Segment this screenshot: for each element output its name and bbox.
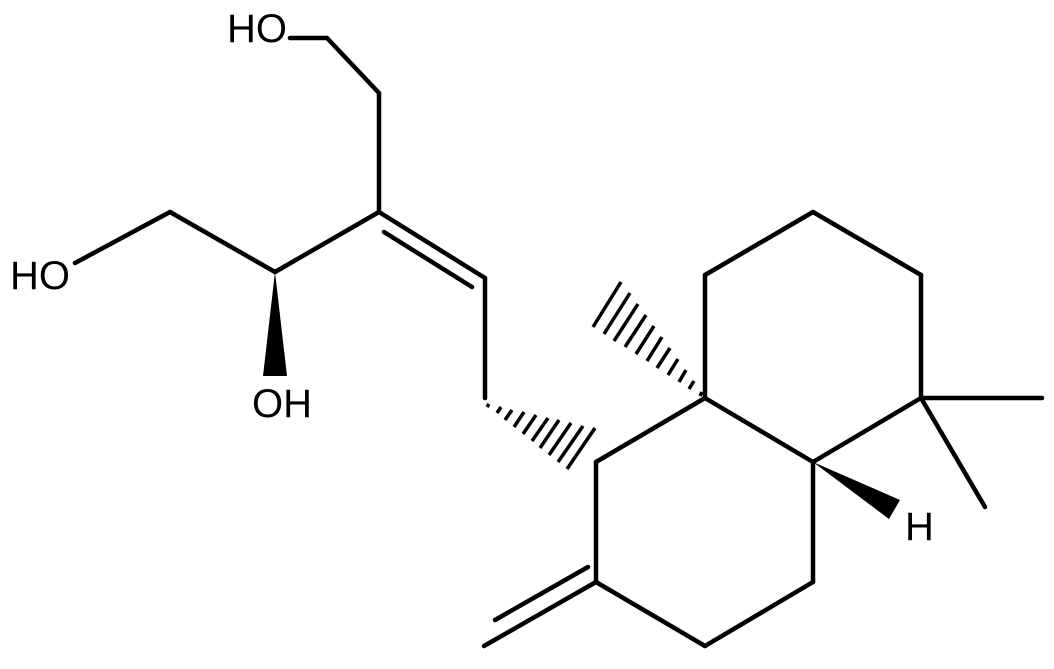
label-hydroxyl-left: HO (10, 254, 70, 298)
label-hydroxyl-secondary: OH (252, 382, 312, 426)
bond-c5a-to-c10 (702, 395, 816, 465)
bond-c4r-to-c5a (810, 395, 924, 465)
bond-c8-to-c7 (593, 579, 708, 649)
double-bond-c3-c4-outer (376, 209, 488, 281)
hashed-bonds (485, 281, 704, 470)
wedge-bonds (263, 272, 900, 519)
double-bond-c3-c4-inner (381, 229, 475, 290)
bond-c7-to-c6 (702, 579, 816, 649)
bond-ch2-top-segment (324, 35, 382, 96)
bond-c3-to-c2 (272, 209, 382, 275)
bond-gem-methyl-2 (918, 395, 988, 510)
label-ring-junction-h: H (905, 505, 934, 549)
hash-c10-to-methyl (591, 281, 704, 397)
atom-labels: HO HO OH H (10, 7, 934, 549)
wedge-c2-to-oh (263, 272, 287, 376)
bond-c2r-to-c3r (810, 209, 924, 278)
exo-methylene-bond-outer (481, 579, 599, 649)
bond-c2-to-c1 (167, 209, 278, 275)
hash-c5-to-c9 (485, 403, 597, 470)
label-hydroxyl-top: HO (227, 7, 287, 51)
bond-c10-to-c9 (593, 395, 708, 465)
exo-methylene-bond-inner (492, 564, 591, 623)
bond-c1r-to-c2r (702, 209, 816, 278)
single-bonds (72, 35, 1045, 649)
wedge-c5a-to-h (813, 462, 900, 519)
double-bonds (376, 209, 599, 649)
bond-c1-to-ho (72, 209, 173, 266)
